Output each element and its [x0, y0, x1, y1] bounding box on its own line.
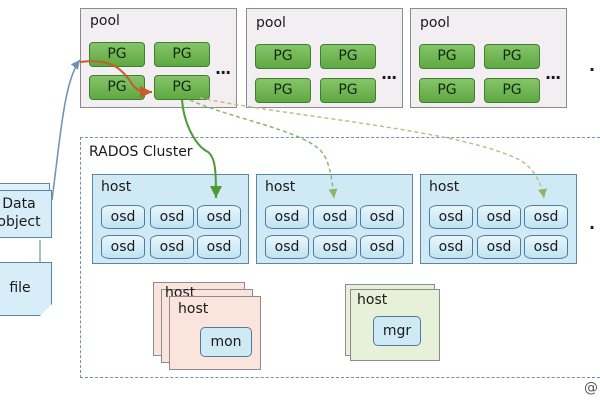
watermark-glyph: @ [584, 380, 598, 396]
pool-1-pg-3[interactable]: PG [89, 75, 145, 100]
host-2-osd-3[interactable]: osd [360, 205, 404, 229]
host-1-osd-5[interactable]: osd [150, 235, 194, 259]
host-2[interactable]: host osd osd osd osd osd osd [256, 174, 413, 264]
data-object-line1: Data [2, 196, 36, 212]
pools-more: · [589, 60, 595, 79]
host-2-osd-5[interactable]: osd [313, 235, 357, 259]
pool-3-more: ... [545, 64, 561, 83]
host-3-osd-3[interactable]: osd [524, 205, 568, 229]
mgr-service[interactable]: mgr [373, 316, 421, 346]
rados-cluster-label: RADOS Cluster [89, 144, 193, 160]
pool-3-pg-4[interactable]: PG [484, 78, 540, 103]
mgr-host[interactable]: host mgr [350, 289, 440, 361]
host-3-osd-1[interactable]: osd [429, 205, 473, 229]
host-1-osd-3[interactable]: osd [197, 205, 241, 229]
pool-2[interactable]: pool PG PG PG PG ... [246, 8, 403, 108]
host-1-osd-6[interactable]: osd [197, 235, 241, 259]
mgr-host-label: host [357, 292, 388, 308]
host-1-osd-2[interactable]: osd [150, 205, 194, 229]
pool-3[interactable]: pool PG PG PG PG ... [410, 8, 567, 108]
pool-3-label: pool [420, 15, 450, 31]
data-object-line2: object [0, 214, 41, 230]
pool-2-pg-1[interactable]: PG [255, 44, 311, 69]
pool-1-more: ... [215, 59, 231, 78]
pool-1[interactable]: pool PG PG PG PG ... [80, 8, 237, 108]
data-object[interactable]: Data object [0, 190, 52, 238]
host-2-osd-4[interactable]: osd [265, 235, 309, 259]
host-2-osd-2[interactable]: osd [313, 205, 357, 229]
pool-2-label: pool [256, 15, 286, 31]
file-label: file [9, 280, 31, 296]
pool-1-pg-4[interactable]: PG [154, 75, 210, 100]
host-1-osd-1[interactable]: osd [101, 205, 145, 229]
host-1[interactable]: host osd osd osd osd osd osd [92, 174, 249, 264]
mon-service[interactable]: mon [200, 327, 252, 357]
mon-host[interactable]: host mon [169, 296, 261, 370]
pool-2-more: ... [381, 64, 397, 83]
host-3-osd-4[interactable]: osd [429, 235, 473, 259]
host-2-osd-6[interactable]: osd [360, 235, 404, 259]
pool-2-pg-2[interactable]: PG [320, 44, 376, 69]
pool-1-pg-2[interactable]: PG [154, 42, 210, 67]
host-1-label: host [101, 179, 132, 195]
host-3-label: host [429, 179, 460, 195]
cluster-more: · [589, 218, 595, 237]
pool-3-pg-3[interactable]: PG [419, 78, 475, 103]
host-1-osd-4[interactable]: osd [101, 235, 145, 259]
pool-3-pg-1[interactable]: PG [419, 44, 475, 69]
pool-1-label: pool [90, 13, 120, 29]
host-2-osd-1[interactable]: osd [265, 205, 309, 229]
mon-host-label: host [178, 301, 209, 317]
file-fold-corner [40, 304, 52, 316]
host-3-osd-5[interactable]: osd [477, 235, 521, 259]
host-3-osd-6[interactable]: osd [524, 235, 568, 259]
host-2-label: host [265, 179, 296, 195]
host-3-osd-2[interactable]: osd [477, 205, 521, 229]
pool-2-pg-3[interactable]: PG [255, 78, 311, 103]
arrow-object-to-pool [51, 59, 81, 201]
pool-1-pg-1[interactable]: PG [89, 42, 145, 67]
host-3[interactable]: host osd osd osd osd osd osd [420, 174, 577, 264]
pool-2-pg-4[interactable]: PG [320, 78, 376, 103]
pool-3-pg-2[interactable]: PG [484, 44, 540, 69]
